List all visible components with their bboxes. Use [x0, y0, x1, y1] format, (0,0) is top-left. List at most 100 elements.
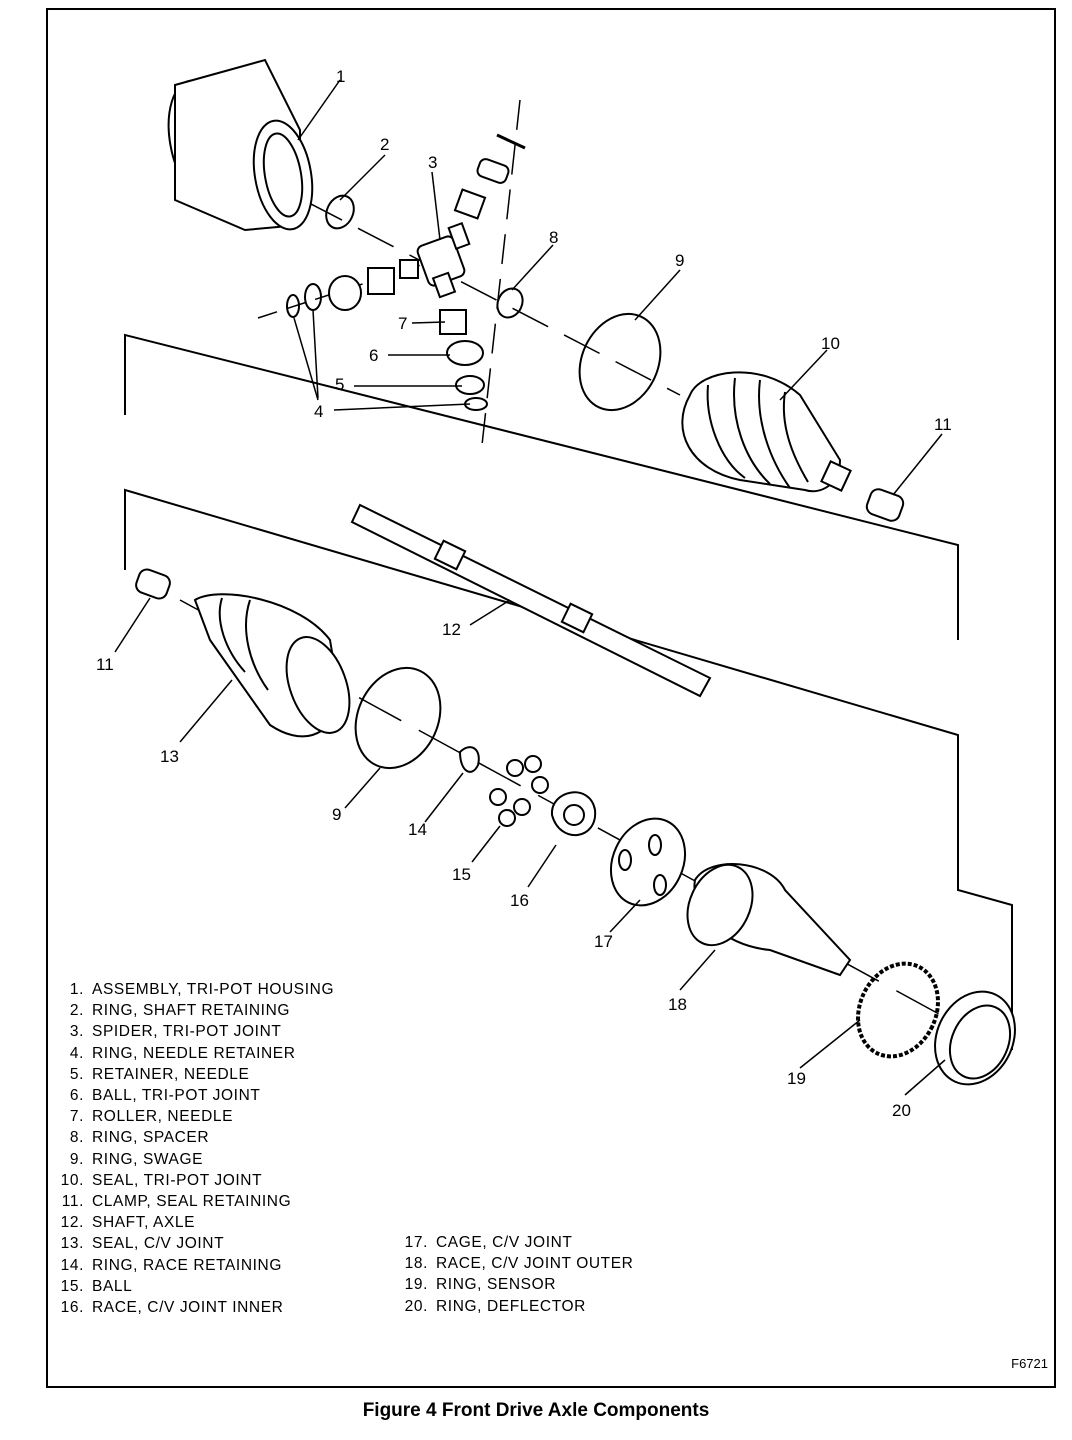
- callout-7: 7: [398, 314, 407, 333]
- legend-item-text: RACE, C/V JOINT OUTER: [436, 1255, 634, 1273]
- legend-item-number: 16.: [60, 1299, 84, 1317]
- legend-item: 3. SPIDER, TRI-POT JOINT: [52, 1021, 334, 1042]
- callout-19: 19: [787, 1069, 806, 1088]
- legend-item-number: 1.: [69, 981, 84, 998]
- legend-item-text: SHAFT, AXLE: [92, 1214, 196, 1232]
- legend-item-text: RING, NEEDLE RETAINER: [92, 1044, 296, 1062]
- cv-balls: [489, 755, 549, 827]
- legend-item: 8.RING, SPACER: [52, 1127, 334, 1148]
- callout-labels: 1 2 3 8 9 7 6 5 4 10 11 12 11 13 9 14 15…: [96, 67, 952, 1120]
- callout-16: 16: [510, 891, 529, 910]
- lower-needle-retainer: [455, 375, 485, 395]
- callout-15: 15: [452, 865, 471, 884]
- legend-item-text: RACE, C/V JOINT INNER: [92, 1299, 284, 1317]
- swage-ring-lower: [354, 666, 442, 770]
- legend-item-number: 4.: [69, 1044, 84, 1062]
- shaft-retaining-ring: [325, 194, 355, 230]
- callout-20: 20: [892, 1101, 911, 1120]
- legend-item: 10. SEAL, TRI-POT JOINT: [52, 1170, 334, 1191]
- legend-item-number: 19.: [404, 1276, 428, 1294]
- callout-9-upper: 9: [675, 251, 684, 270]
- legend-item-number: 15.: [60, 1277, 84, 1295]
- legend-item-number: 10.: [60, 1171, 84, 1189]
- left-needle-roller: [367, 267, 395, 295]
- sensor-ring: [856, 961, 940, 1059]
- legend-item-number: 3.: [69, 1023, 84, 1041]
- callout-3: 3: [428, 153, 437, 172]
- legend-item-text: SEAL, TRI-POT JOINT: [92, 1171, 263, 1189]
- legend-item: 1. ASSEMBLY, TRI-POT HOUSING: [52, 979, 334, 1000]
- callout-11-upper: 11: [934, 415, 952, 434]
- parts-legend-right: 17. CAGE, C/V JOINT 18. RACE, C/V JOINT OUT…: [396, 1232, 633, 1317]
- legend-item: 11.CLAMP, SEAL RETAINING: [52, 1191, 334, 1212]
- tri-pot-spider: [399, 221, 471, 299]
- cv-joint-outer-race: [686, 863, 852, 977]
- legend-item-number: 6.: [69, 1087, 84, 1105]
- callout-13: 13: [160, 747, 179, 766]
- callout-17: 17: [594, 932, 613, 951]
- legend-item: 7. ROLLER, NEEDLE: [52, 1106, 334, 1127]
- legend-item-text: RING, SENSOR: [436, 1276, 557, 1294]
- legend-item: 2.RING, SHAFT RETAINING: [52, 1000, 334, 1021]
- callout-11-lower: 11: [96, 655, 114, 674]
- callout-6: 6: [369, 346, 378, 365]
- legend-item-number: 7.: [69, 1108, 84, 1126]
- race-retaining-ring: [458, 746, 480, 773]
- legend-item-text: ROLLER, NEEDLE: [92, 1108, 234, 1126]
- legend-item-text: CAGE, C/V JOINT: [436, 1234, 573, 1251]
- legend-item-number: 12.: [60, 1214, 84, 1232]
- axle-shaft: [350, 503, 712, 698]
- callout-10: 10: [821, 334, 840, 353]
- legend-item: 12. SHAFT, AXLE: [52, 1212, 334, 1233]
- legend-item-number: 20.: [404, 1297, 428, 1315]
- seal-retaining-clamp-lower: [135, 568, 171, 600]
- legend-item-number: 5.: [69, 1065, 84, 1083]
- legend-item: 4. RING, NEEDLE RETAINER: [52, 1043, 334, 1064]
- seal-retaining-clamp-upper: [865, 488, 905, 522]
- legend-item-number: 18.: [404, 1255, 428, 1273]
- callout-14: 14: [408, 820, 427, 839]
- spacer-ring: [496, 287, 524, 319]
- legend-item-number: 11.: [61, 1193, 84, 1211]
- legend-item: 14. RING, RACE RETAINING: [52, 1255, 334, 1276]
- legend-item-text: SEAL, C/V JOINT: [92, 1235, 225, 1253]
- spider-vertical-axis: [481, 99, 521, 446]
- tri-pot-joint-seal: [681, 371, 852, 493]
- legend-item-text: ASSEMBLY, TRI-POT HOUSING: [92, 981, 335, 998]
- legend-item-text: BALL: [92, 1277, 133, 1295]
- deflector-ring: [934, 990, 1016, 1086]
- cv-joint-inner-race: [550, 791, 597, 836]
- left-needle-retainer: [304, 283, 322, 311]
- callout-1: 1: [336, 67, 345, 86]
- legend-item-text: RING, SWAGE: [92, 1150, 204, 1168]
- callout-8: 8: [549, 228, 558, 247]
- legend-item: 13. SEAL, C/V JOINT: [52, 1233, 334, 1254]
- legend-item-number: 17.: [404, 1234, 428, 1251]
- upper-guide-frame: [124, 333, 959, 640]
- legend-item-text: BALL, TRI-POT JOINT: [92, 1087, 261, 1105]
- legend-item-text: RING, DEFLECTOR: [436, 1297, 586, 1315]
- cv-joint-seal: [193, 593, 351, 738]
- legend-item-text: RING, SPACER: [92, 1129, 210, 1147]
- callout-18: 18: [668, 995, 687, 1014]
- legend-item: 6. BALL, TRI-POT JOINT: [52, 1085, 334, 1106]
- figure-code: F6721: [1011, 1356, 1048, 1371]
- callout-4: 4: [314, 402, 323, 421]
- legend-item-text: SPIDER, TRI-POT JOINT: [92, 1023, 282, 1041]
- callout-5: 5: [335, 375, 344, 394]
- figure-frame: [46, 8, 1056, 1388]
- legend-item-text: RING, RACE RETAINING: [92, 1256, 282, 1274]
- legend-item: 5. RETAINER, NEEDLE: [52, 1064, 334, 1085]
- cv-joint-cage: [610, 817, 686, 907]
- left-tri-pot-ball: [328, 275, 362, 311]
- swage-ring-upper: [578, 312, 662, 412]
- legend-item-number: 13.: [60, 1235, 84, 1253]
- legend-item-number: 14.: [60, 1256, 84, 1274]
- legend-item-text: RETAINER, NEEDLE: [92, 1065, 250, 1083]
- figure-caption: Figure 4 Front Drive Axle Components: [362, 1400, 710, 1421]
- legend-item-text: RING, SHAFT RETAINING: [92, 1002, 291, 1020]
- callout-9-lower: 9: [332, 805, 341, 824]
- leader-lines: [114, 79, 946, 1096]
- legend-item: 18. RACE, C/V JOINT OUTER: [396, 1253, 633, 1274]
